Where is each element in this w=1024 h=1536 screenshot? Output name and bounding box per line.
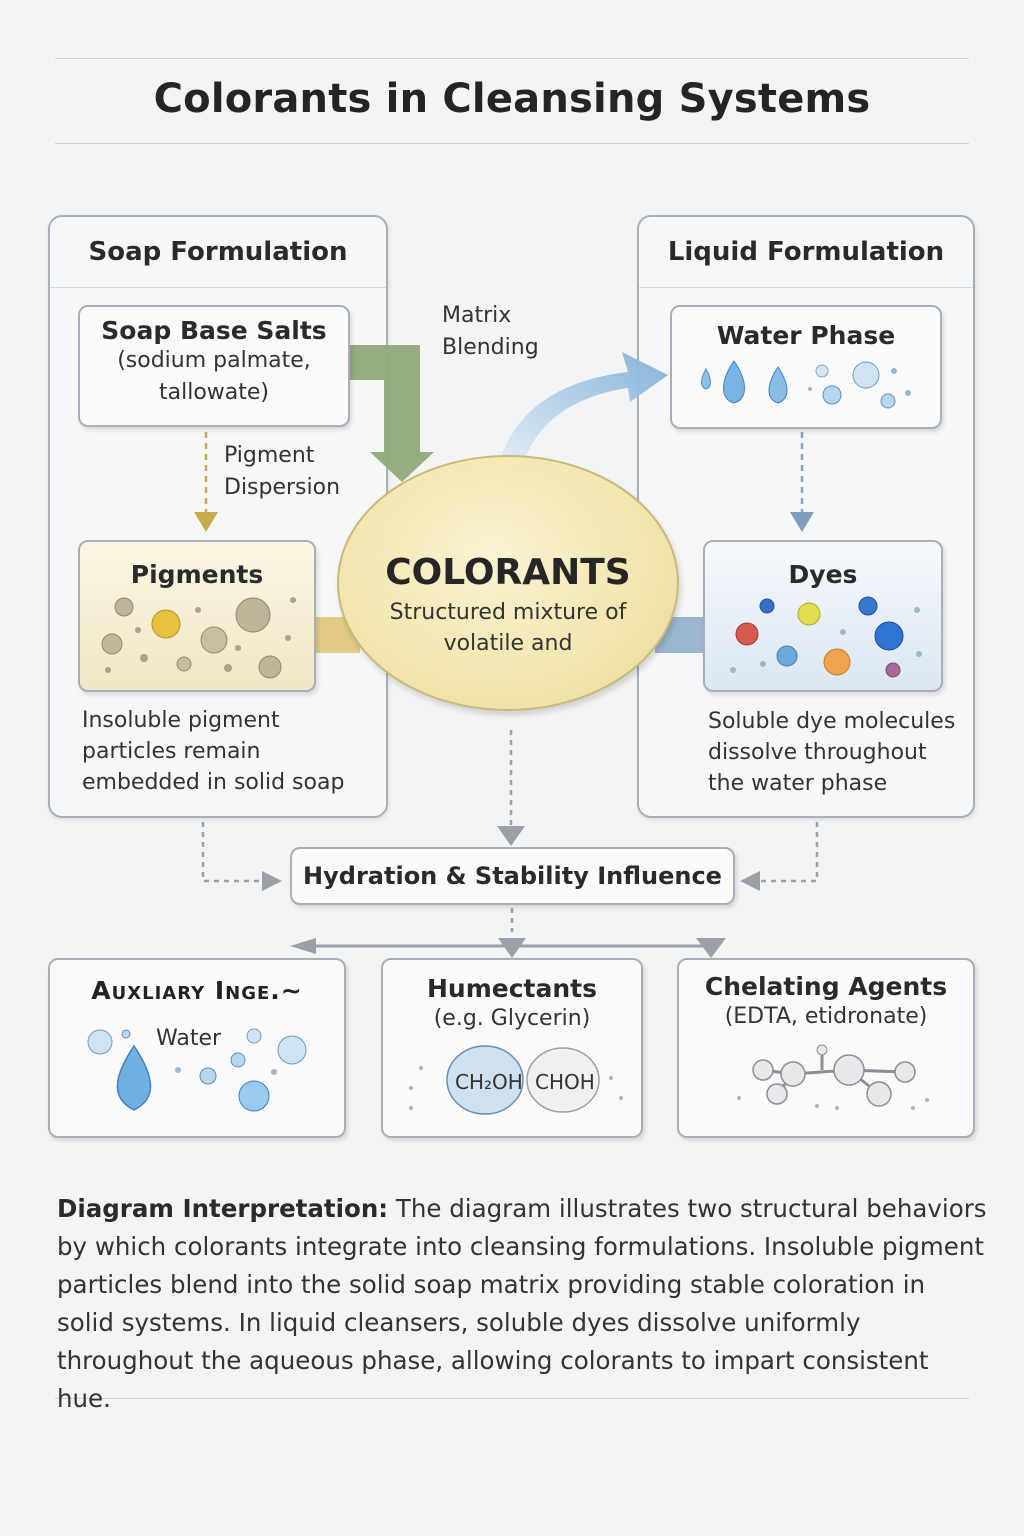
humectants-box: Humectants (e.g. Glycerin) CH₂OH CHOH (381, 958, 643, 1138)
glycerin-molecule-illustration (409, 1045, 623, 1115)
matrix-label-line2: Blending (442, 335, 539, 360)
dyes-desc-line1: Soluble dye molecules (708, 709, 956, 734)
pigments-desc-line2: particles remain (82, 739, 261, 764)
auxiliary-title: Auxliary Inge.~ (91, 976, 303, 1005)
soap-to-hydration-arrowhead (262, 871, 282, 891)
liquid-to-hydration-connector (760, 822, 819, 883)
auxiliary-water-illustration (87, 1028, 307, 1112)
dispersion-label-line1: Pigment (224, 443, 315, 468)
matrix-blending-arrow (350, 345, 434, 482)
water-droplets-illustration (701, 360, 911, 409)
colorants-to-hydration-arrowhead (497, 826, 525, 846)
soap-to-hydration-connector (201, 822, 262, 883)
soap-base-salts-box: Soap Base Salts (sodium palmate, tallowa… (78, 305, 350, 427)
chelating-example: (EDTA, etidronate) (724, 1004, 928, 1029)
humectants-formula-left: CH₂OH (455, 1070, 523, 1094)
colorants-sub-line1: Structured mixture of (389, 600, 627, 625)
dyes-desc-line3: the water phase (708, 771, 888, 796)
colorants-subtitle: Structured mixture of volatile and (339, 597, 677, 659)
water-to-dyes-arrowhead (790, 512, 814, 532)
page-title: Colorants in Cleansing Systems (153, 76, 871, 122)
colorants-title: COLORANTS (385, 552, 631, 593)
colorants-sub-line2: volatile and (443, 631, 573, 656)
title-rule (55, 143, 969, 144)
dye-molecules-illustration (730, 596, 922, 678)
chelating-molecule-illustration (737, 1044, 929, 1110)
liquid-to-hydration-arrowhead (740, 871, 760, 891)
soap-panel-title: Soap Formulation (88, 237, 348, 267)
chelating-agents-box: Chelating Agents (EDTA, etidronate) (677, 958, 975, 1138)
humectants-title: Humectants (427, 974, 597, 1003)
water-phase-arrow (498, 352, 668, 470)
hydration-stability-box: Hydration & Stability Influence (290, 847, 735, 905)
interpretation-text: The diagram illustrates two structural b… (57, 1194, 987, 1413)
liquid-panel-title: Liquid Formulation (667, 237, 945, 267)
pigments-description: Insoluble pigment particles remain embed… (82, 705, 344, 798)
water-phase-box: Water Phase (670, 305, 942, 429)
soap-base-sub-line2: tallowate) (158, 380, 269, 405)
chelating-title: Chelating Agents (704, 972, 948, 1001)
auxiliary-water-label: Water (156, 1026, 222, 1051)
dyes-title: Dyes (788, 560, 858, 589)
soap-panel-divider (50, 287, 386, 288)
liquid-panel-divider (639, 287, 973, 288)
pigments-title: Pigments (130, 560, 264, 589)
dispersion-label-line2: Dispersion (224, 475, 341, 500)
pigment-dispersion-arrowhead (194, 512, 218, 532)
hydration-stability-label: Hydration & Stability Influence (303, 862, 722, 890)
humectants-formula-right: CHOH (535, 1070, 595, 1094)
pigment-particles-illustration (101, 597, 296, 679)
interpretation-heading: Diagram Interpretation: (57, 1194, 389, 1223)
dyes-desc-line2: dissolve throughout (708, 740, 927, 765)
diagram-interpretation: Diagram Interpretation: The diagram illu… (57, 1190, 987, 1418)
soap-base-sub-line1: (sodium palmate, (117, 348, 311, 373)
pigments-box: Pigments (78, 540, 316, 692)
chelating-arrowhead (696, 938, 726, 958)
humectants-arrowhead (498, 938, 526, 958)
pigment-dispersion-label: Pigment Dispersion (224, 440, 340, 504)
humectants-example: (e.g. Glycerin) (433, 1006, 591, 1031)
top-rule (55, 58, 969, 59)
pigments-desc-line1: Insoluble pigment (82, 708, 280, 733)
matrix-label-line1: Matrix (442, 303, 512, 328)
pigments-desc-line3: embedded in solid soap (82, 770, 345, 795)
water-phase-title: Water Phase (716, 321, 896, 350)
dyes-description: Soluble dye molecules dissolve throughou… (708, 706, 955, 799)
auxiliary-arrowhead (290, 938, 316, 954)
auxiliary-ingredients-box: Auxliary Inge.~ Water (48, 958, 346, 1138)
dyes-box: Dyes (703, 540, 943, 692)
soap-base-title: Soap Base Salts (101, 316, 327, 345)
bottom-rule (55, 1398, 969, 1399)
colorants-node: COLORANTS Structured mixture of volatile… (337, 455, 679, 711)
matrix-blending-label: Matrix Blending (442, 300, 539, 364)
